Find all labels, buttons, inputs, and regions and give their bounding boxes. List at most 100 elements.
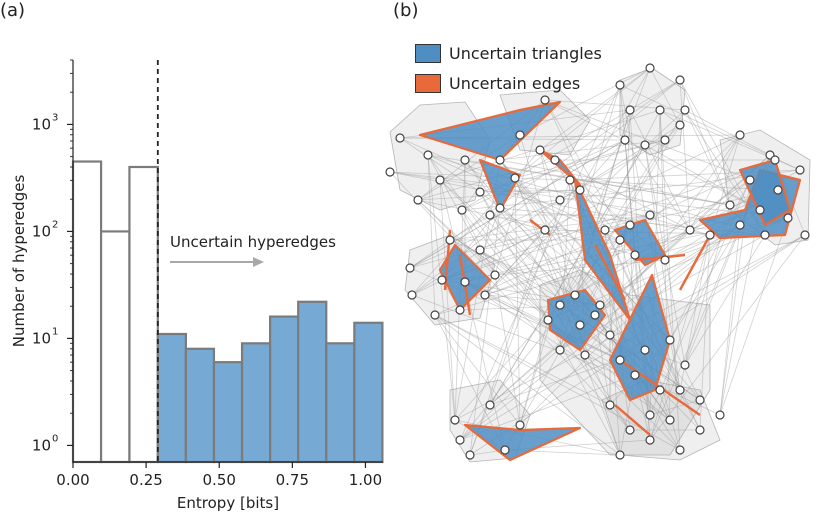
- background-edge: [519, 334, 611, 426]
- network-node: [685, 225, 695, 235]
- network-node: [800, 230, 810, 240]
- background-edge: [439, 179, 596, 316]
- background-edge: [461, 209, 496, 276]
- background-edge: [649, 399, 701, 416]
- background-edge: [579, 67, 651, 191]
- legend-item-uncertain-triangles: Uncertain triangles: [415, 38, 602, 68]
- background-edge: [649, 134, 741, 441]
- background-edge: [434, 314, 681, 451]
- network-node: [480, 290, 490, 300]
- network-node: [680, 360, 690, 370]
- background-edge: [449, 214, 651, 241]
- network-node: [543, 315, 553, 325]
- network-node: [475, 245, 485, 255]
- background-edge: [689, 134, 741, 231]
- network-node: [640, 140, 650, 150]
- network-node: [725, 200, 735, 210]
- background-edge: [434, 314, 621, 456]
- background-edge: [669, 224, 741, 341]
- legend-label-triangles: Uncertain triangles: [449, 43, 602, 63]
- background-edge: [559, 139, 666, 306]
- network-node: [495, 203, 505, 213]
- bar-uncertain-1: [184, 347, 216, 464]
- network-node: [385, 167, 395, 177]
- background-edge: [644, 144, 681, 391]
- background-edge: [427, 154, 711, 236]
- background-edge: [427, 154, 481, 251]
- network-node: [430, 310, 440, 320]
- bar-certain-1: [99, 230, 131, 464]
- network-node: [485, 400, 495, 410]
- x-axis-label: Entropy [bits]: [177, 494, 279, 512]
- background-edge: [427, 154, 631, 431]
- network-node: [460, 155, 470, 165]
- bar-uncertain-5: [297, 300, 328, 464]
- y-tick-label-1: 10: [32, 329, 51, 347]
- background-edge: [417, 199, 491, 216]
- network-node: [665, 335, 675, 345]
- background-edge: [679, 79, 691, 231]
- network-node: [590, 310, 600, 320]
- x-tick-label-0: 0.00: [56, 471, 89, 489]
- background-edge: [479, 214, 651, 251]
- network-node: [500, 445, 510, 455]
- bar-uncertain-4: [269, 315, 300, 464]
- background-edge: [434, 314, 521, 426]
- network-node: [460, 277, 470, 287]
- bar-uncertain-0: [156, 332, 187, 464]
- background-edge: [554, 159, 691, 231]
- background-edge: [649, 234, 806, 441]
- network-node: [490, 270, 500, 280]
- network-node: [515, 130, 525, 140]
- network-node: [575, 185, 585, 195]
- background-edge: [439, 109, 661, 181]
- network-node: [645, 410, 655, 420]
- network-node: [675, 120, 685, 130]
- network-node: [783, 213, 793, 223]
- network-node: [570, 290, 580, 300]
- network-node: [615, 450, 625, 460]
- network-node: [760, 230, 770, 240]
- background-edge: [427, 154, 436, 316]
- background-edge: [539, 67, 651, 151]
- background-edge: [459, 84, 621, 441]
- background-edge: [409, 139, 626, 269]
- background-edge: [649, 67, 681, 126]
- network-node: [745, 175, 755, 185]
- background-edge: [494, 99, 546, 276]
- network-node: [515, 420, 525, 430]
- annotation-uncertain-hyperedges: Uncertain hyperedges: [170, 233, 336, 251]
- background-edge: [519, 67, 651, 136]
- network-node: [437, 275, 447, 285]
- network-node: [645, 63, 655, 73]
- y-tick-label-3: 10: [32, 115, 51, 133]
- background-edge: [461, 199, 561, 211]
- network-node: [540, 95, 550, 105]
- bar-uncertain-7: [353, 321, 384, 464]
- background-edge: [464, 159, 731, 206]
- network-node: [555, 345, 565, 355]
- y-tick-exponent-1: 1: [52, 326, 58, 337]
- legend-label-edges: Uncertain edges: [449, 73, 581, 93]
- background-edge: [417, 199, 549, 321]
- background-edge: [469, 179, 571, 456]
- background-edge: [427, 154, 731, 206]
- background-edge: [449, 214, 491, 241]
- network-node: [770, 155, 780, 165]
- network-nodes: [385, 63, 810, 460]
- network-node: [773, 185, 783, 195]
- background-edge: [459, 224, 741, 441]
- background-edge: [417, 159, 556, 201]
- y-tick-label-2: 10: [32, 222, 51, 240]
- network-node: [645, 435, 655, 445]
- network-node: [445, 235, 455, 245]
- network-node: [423, 150, 433, 160]
- background-edge: [434, 314, 611, 406]
- x-tick-label-2: 0.50: [203, 471, 236, 489]
- network-node: [595, 300, 605, 310]
- background-edge: [439, 179, 456, 421]
- bar-certain-0: [71, 160, 103, 464]
- background-edge: [539, 149, 561, 201]
- background-edge: [514, 177, 521, 426]
